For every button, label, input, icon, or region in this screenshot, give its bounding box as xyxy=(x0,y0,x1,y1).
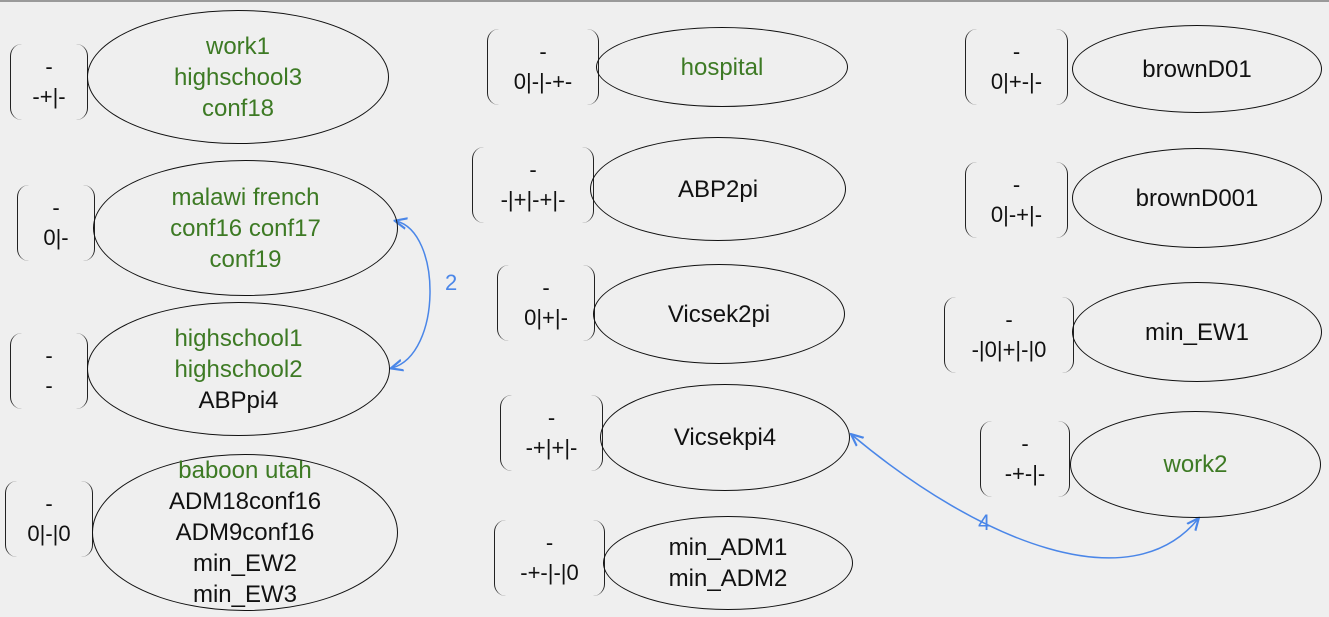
node-label: min_ADM2 xyxy=(668,565,788,592)
node-label: brownD001 xyxy=(1135,184,1259,212)
state-line: -|0|+|-|0 xyxy=(971,337,1047,362)
node-label: ADM18conf16 xyxy=(168,488,322,515)
state-line: 0|+-|- xyxy=(990,69,1043,94)
node-ellipse-n12: min_EW1 xyxy=(1072,282,1322,382)
state-bracket: - -+|+|- xyxy=(500,395,603,471)
state-line: - xyxy=(1012,172,1021,197)
state-line: - xyxy=(539,39,547,64)
state-line: 0|+|- xyxy=(524,305,568,330)
node-label: hospital xyxy=(680,53,764,81)
state-line: - xyxy=(45,491,53,516)
node-ellipse-n11: brownD001 xyxy=(1072,148,1322,248)
state-line: - xyxy=(545,530,554,555)
state-bracket: - -+-|-|0 xyxy=(494,520,605,596)
node-label: min_EW3 xyxy=(192,581,298,608)
state-bracket: - -|+|-+|- xyxy=(472,147,594,223)
node-label: conf18 xyxy=(201,94,275,122)
state-bracket: - -+|- xyxy=(10,44,88,120)
node-label: min_ADM1 xyxy=(668,534,788,561)
state-line: - xyxy=(1012,39,1021,64)
node-ellipse-n6: ABP2pi xyxy=(590,137,846,241)
state-bracket: - 0|-|-+- xyxy=(487,29,599,105)
node-ellipse-n5: hospital xyxy=(596,27,848,107)
state-line: - xyxy=(45,54,53,79)
node-label: ADM9conf16 xyxy=(175,519,315,546)
state-line: -+-|- xyxy=(1004,461,1046,486)
node-label: Vicsekpi4 xyxy=(673,424,777,451)
state-line: - xyxy=(529,157,537,182)
node-ellipse-n10: brownD01 xyxy=(1072,25,1322,113)
node-label: Vicsek2pi xyxy=(667,300,771,328)
node-label: highschool1 xyxy=(174,324,303,352)
edge-label: 2 xyxy=(445,270,458,295)
edge-arrow xyxy=(852,435,1198,559)
state-bracket: - 0|-|0 xyxy=(5,481,93,557)
node-ellipse-n7: Vicsek2pi xyxy=(593,264,845,364)
state-line: - xyxy=(1005,307,1013,332)
state-line: -+|+|- xyxy=(525,435,578,460)
edge-arrow xyxy=(392,221,431,368)
node-label: work2 xyxy=(1163,451,1228,478)
state-line: 0|- xyxy=(43,225,69,250)
node-label: baboon utah xyxy=(178,457,312,484)
node-label: conf19 xyxy=(209,245,282,273)
state-line: -+|- xyxy=(32,84,66,109)
node-ellipse-n13: work2 xyxy=(1070,411,1321,518)
node-label: brownD01 xyxy=(1142,55,1252,83)
node-ellipse-n1: work1 highschool3 conf18 xyxy=(87,10,389,144)
state-line: - xyxy=(45,373,53,398)
state-line: - xyxy=(52,195,60,220)
state-line: 0|-+|- xyxy=(990,202,1043,227)
node-label: min_EW1 xyxy=(1144,318,1250,346)
node-label: ABP2pi xyxy=(677,175,759,203)
node-label: highschool3 xyxy=(173,63,303,91)
edge-label: 4 xyxy=(978,510,991,535)
node-ellipse-n9: min_ADM1 min_ADM2 xyxy=(603,516,853,610)
state-bracket: - 0|-+|- xyxy=(965,162,1068,238)
node-ellipse-n8: Vicsekpi4 xyxy=(600,384,850,491)
state-bracket: - -+-|- xyxy=(980,421,1070,497)
node-label: malawi french xyxy=(171,183,320,211)
state-line: 0|-|0 xyxy=(27,521,71,546)
state-line: - xyxy=(45,343,53,368)
node-label: highschool2 xyxy=(174,355,303,383)
state-bracket: - 0|+-|- xyxy=(965,29,1068,105)
state-bracket: - -|0|+|-|0 xyxy=(944,297,1074,373)
state-line: -+-|-|0 xyxy=(520,560,579,585)
state-bracket: - 0|- xyxy=(17,185,95,261)
node-label: min_EW2 xyxy=(192,550,298,577)
state-bracket: - 0|+|- xyxy=(497,265,595,341)
node-ellipse-n2: malawi french conf16 conf17 conf19 xyxy=(93,160,398,296)
state-line: 0|-|-+- xyxy=(513,69,573,94)
state-line: - xyxy=(547,405,556,430)
node-label: work1 xyxy=(205,32,271,60)
state-line: -|+|-+|- xyxy=(500,187,566,212)
state-line: - xyxy=(542,275,550,300)
node-label: conf16 conf17 xyxy=(170,214,321,242)
state-bracket: -- xyxy=(10,333,88,409)
state-line: - xyxy=(1021,431,1029,456)
node-label: ABPpi4 xyxy=(198,386,279,414)
